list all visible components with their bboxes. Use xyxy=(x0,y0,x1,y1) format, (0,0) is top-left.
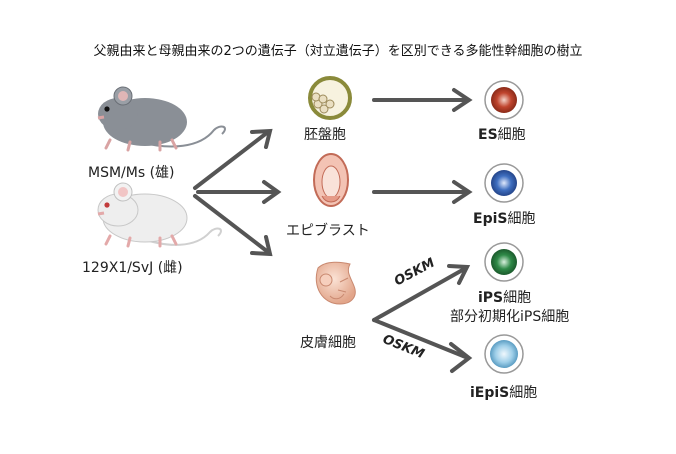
stem-cell-suffix-epis: 細胞 xyxy=(507,211,536,227)
arrowhead-skin xyxy=(250,235,273,257)
stem-cell-prefix-es: ES xyxy=(478,127,498,143)
stem-cell-prefix-epis: EpiS xyxy=(473,211,508,227)
source-label-skin: 皮膚細胞 xyxy=(300,335,356,351)
epis-cell-icon xyxy=(484,163,524,203)
stem-cell-label-ips: iPS細胞 xyxy=(478,287,531,307)
source-label-blastocyst: 胚盤胞 xyxy=(304,127,346,143)
stem-cell-label-iepis: iEpiS細胞 xyxy=(470,382,537,402)
stem-cell-suffix-iepis: 細胞 xyxy=(509,385,538,401)
arrowhead-iepis xyxy=(449,342,473,373)
source-label-epiblast: エピブラスト xyxy=(286,223,370,239)
es-cell-icon xyxy=(484,80,524,120)
arrowhead-es xyxy=(452,88,473,112)
stem-cell-label-es: ES細胞 xyxy=(478,124,526,144)
branch-arrows xyxy=(193,128,282,257)
mouse-129x1-icon xyxy=(97,182,222,248)
stem-cell-note-ips: 部分初期化iPS細胞 xyxy=(450,309,570,325)
stem-cell-label-epis: EpiS細胞 xyxy=(473,208,535,228)
arrowhead-epiblast xyxy=(262,180,282,204)
arrow-to-blastocyst xyxy=(193,130,270,190)
mouse-msm-icon xyxy=(97,86,226,152)
arrow-to-ips xyxy=(372,266,468,322)
arrowhead-blastocyst xyxy=(250,128,273,149)
arrowhead-epis xyxy=(452,180,473,204)
stem-cell-suffix-es: 細胞 xyxy=(497,127,526,143)
epiblast-icon xyxy=(313,153,349,207)
parent-label-129x1: 129X1/SvJ (雌) xyxy=(82,260,183,276)
diagram-title: 父親由来と母親由来の2つの遺伝子（対立遺伝子）を区別できる多能性幹細胞の樹立 xyxy=(93,44,583,59)
stem-cell-prefix-iepis: iEpiS xyxy=(470,385,510,401)
arrowhead-ips xyxy=(447,264,471,285)
blastocyst-icon xyxy=(308,76,352,120)
parent-label-msm: MSM/Ms (雄) xyxy=(88,165,175,181)
stem-cell-prefix-ips: iPS xyxy=(478,290,504,306)
skin-embryo-icon xyxy=(315,261,356,305)
arrow-to-skin xyxy=(193,194,270,254)
iepis-cell-icon xyxy=(484,334,524,374)
derivation-arrows xyxy=(372,88,473,373)
stem-cell-suffix-ips: 細胞 xyxy=(503,290,532,306)
ips-cell-icon xyxy=(484,242,524,282)
arrow-to-iepis xyxy=(372,318,470,360)
